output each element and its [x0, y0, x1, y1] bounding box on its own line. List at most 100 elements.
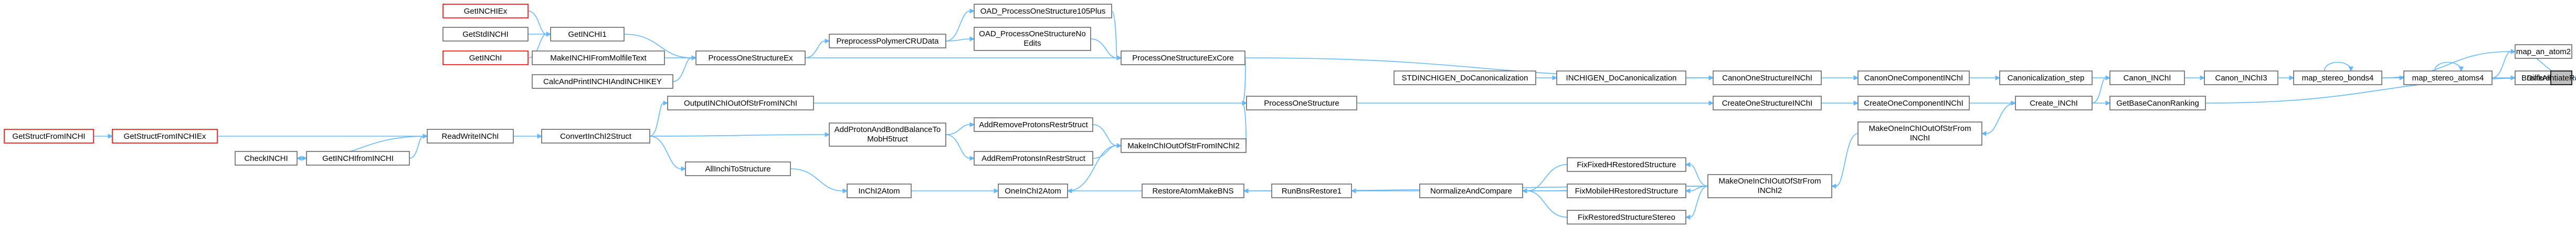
node-getinchi1[interactable]: GetINCHI1: [550, 27, 625, 42]
node-label: MobH5truct: [867, 135, 908, 144]
arrowhead: [1853, 75, 1859, 80]
call-edge-addprotonandbond-to-addremoveprotons: [945, 122, 975, 135]
call-edge-convertinchi2struct-to-allinchitostructure: [649, 136, 687, 171]
node-differentiateranks2[interactable]: DifferentiateRanks2: [2527, 70, 2576, 85]
arrowhead: [1981, 131, 1987, 136]
node-stdinchigen[interactable]: STDINCHIGEN_DoCanonicalization: [1393, 70, 1536, 85]
call-edge-getinchi_red-to-getinchi1: [527, 32, 552, 58]
node-getstructfrominchiex[interactable]: GetStructFromINCHIEx: [112, 129, 218, 144]
call-edge-makeoneinchioutof2-to-fixrestoredstereo: [1685, 186, 1708, 220]
node-label: STDINCHIGEN_DoCanonicalization: [1402, 74, 1528, 83]
node-createonecomponent[interactable]: CreateOneComponentINChI: [1857, 96, 1970, 110]
node-label: GetBaseCanonRanking: [2116, 99, 2199, 108]
node-getinchiex[interactable]: GetINCHIEx: [442, 4, 529, 18]
node-canon-inchi[interactable]: Canon_INChI: [2109, 70, 2185, 85]
node-label: GetINCHIEx: [464, 7, 508, 16]
node-label: GetINChI: [469, 54, 502, 63]
node-fixmobileh[interactable]: FixMobileHRestoredStructure: [1567, 184, 1686, 198]
node-label: ProcessOneStructureExCore: [1132, 54, 1233, 63]
call-edge-fixfixedhrestored-to-normalizeandcompare: [1522, 164, 1568, 194]
node-createonestructure[interactable]: CreateOneStructureINChI: [1713, 96, 1822, 110]
call-edge-oadnoedits-to-processonestructureexcore: [1090, 38, 1122, 60]
call-edge-create_inchi-to-getbasecanonranking: [2092, 100, 2111, 106]
node-normalizeandcompare[interactable]: NormalizeAndCompare: [1419, 184, 1523, 198]
node-label: GetINCHIfromINCHI: [322, 154, 394, 163]
arrowhead: [663, 100, 669, 106]
call-edge-processonestructureex-to-preprocesspolymer: [805, 38, 830, 58]
node-makeinchioutof[interactable]: MakeInChIOutOfStrFromINChI2: [1121, 138, 1247, 153]
node-processonestructureex[interactable]: ProcessOneStructureEx: [695, 50, 806, 65]
node-canononestructure[interactable]: CanonOneStructureINChI: [1713, 70, 1822, 85]
node-fixfixedhrestored[interactable]: FixFixedHRestoredStructure: [1567, 157, 1686, 172]
arrowhead: [2105, 100, 2111, 106]
node-oad105[interactable]: OAD_ProcessOneStructure105Plus: [974, 4, 1112, 18]
node-canononecomponent[interactable]: CanonOneComponentINChI: [1857, 70, 1970, 85]
arrowhead: [969, 122, 975, 127]
node-oneinchi2atom[interactable]: OneInChI2Atom: [998, 184, 1068, 198]
node-processonestructureexcore[interactable]: ProcessOneStructureExCore: [1121, 50, 1245, 65]
node-inchi2atom[interactable]: InChI2Atom: [847, 184, 912, 198]
node-calcinchikey[interactable]: CalcAndPrintINCHIAndINCHIKEY: [532, 74, 673, 89]
arrowhead: [1552, 75, 1558, 80]
arrowhead: [825, 132, 830, 137]
arrowhead: [1350, 188, 1356, 194]
call-edge-processonestructure-to-createonestructure: [1357, 100, 1714, 106]
node-checkinchi[interactable]: CheckINCHI: [235, 151, 298, 166]
call-edge-outputinchioutofstr-to-processonestructure: [814, 100, 1248, 106]
node-restoreatommakebns[interactable]: RestoreAtomMakeBNS: [1142, 184, 1244, 198]
node-label: GetStdINCHI: [462, 30, 509, 39]
node-addremiprotons[interactable]: AddRemProtonsInRestrStruct: [974, 151, 1093, 166]
node-getbasecanonranking[interactable]: GetBaseCanonRanking: [2109, 96, 2206, 110]
node-getstdinchi[interactable]: GetStdINCHI: [442, 27, 529, 42]
node-makeinchifrommolfile[interactable]: MakeINCHIFromMolfileText: [532, 50, 665, 65]
call-edge-restoreatommakebns-to-oneinchi2atom: [1067, 188, 1142, 194]
arrowhead: [2458, 66, 2464, 72]
node-label: RunBnsRestore1: [1282, 187, 1342, 196]
call-edge-fixrestoredstereo-to-normalizeandcompare: [1522, 188, 1568, 218]
node-outputinchioutofstr[interactable]: OutputINChIOutOfStrFromINChI: [667, 96, 814, 110]
arrowhead: [2510, 49, 2516, 54]
call-edge-canononecomponent-to-canonicalization_step: [1969, 75, 2001, 80]
call-edge-readwriteinchi-to-convertinchi2struct: [513, 134, 543, 139]
node-label: GetINCHI1: [568, 30, 606, 39]
node-preprocesspolymer[interactable]: PreprocessPolymerCRUData: [829, 34, 946, 48]
call-edge-stdinchigen-to-inchigen: [1536, 75, 1558, 80]
node-map-stereo-bonds4[interactable]: map_stereo_bonds4: [2293, 70, 2382, 85]
node-label: GetStructFromINCHI: [12, 132, 85, 141]
node-label: INChI2: [1758, 186, 1782, 195]
node-label: AddRemoveProtonsRestr5truct: [979, 120, 1088, 129]
node-fixrestoredstereo[interactable]: FixRestoredStructureStereo: [1567, 210, 1686, 225]
node-create-inchi[interactable]: Create_INChI: [2015, 96, 2093, 110]
node-inchigen[interactable]: INCHIGEN_DoCanonicalization: [1556, 70, 1686, 85]
call-edge-canon_inchi-to-canon_inchi3: [2184, 75, 2205, 80]
arrowhead: [691, 55, 697, 60]
node-getinchifrominchi[interactable]: GetINCHIfromINCHI: [306, 151, 410, 166]
node-getinchi-red[interactable]: GetINChI: [442, 50, 529, 65]
node-canon-inchi3[interactable]: Canon_INChI3: [2204, 70, 2278, 85]
node-label: CalcAndPrintINCHIAndINCHIKEY: [543, 77, 662, 86]
call-edge-convertinchi2struct-to-outputinchioutofstr: [649, 100, 669, 137]
call-edge-getstructfrominchiex-to-readwriteinchi: [217, 134, 428, 139]
call-edge-addprotonandbond-to-addremiprotons: [945, 134, 975, 161]
node-getstructfrominchi[interactable]: GetStructFromINCHI: [4, 129, 94, 144]
node-map-an-atom2[interactable]: map_an_atom2: [2515, 44, 2572, 59]
call-edge-createonestructure-to-createonecomponent: [1821, 100, 1859, 106]
node-convertinchi2struct[interactable]: ConvertInChI2Struct: [541, 129, 650, 144]
node-runbnsrestore1[interactable]: RunBnsRestore1: [1271, 184, 1352, 198]
arrowhead: [842, 188, 848, 194]
node-label: MakeINCHIFromMolfileText: [550, 54, 647, 63]
node-readwriteinchi[interactable]: ReadWriteINChI: [427, 129, 514, 144]
node-processonestructure[interactable]: ProcessOneStructure: [1246, 96, 1357, 110]
node-canonicalization-step[interactable]: Canonicalization_step: [1999, 70, 2093, 85]
node-allinchitostructure[interactable]: AllInchiToStructure: [685, 161, 791, 176]
node-map-stereo-atoms4[interactable]: map_stereo_atoms4: [2403, 70, 2493, 85]
arrowhead: [969, 8, 975, 14]
node-label: Canon_INChI: [2124, 74, 2171, 83]
node-label: CreateOneStructureINChI: [1722, 99, 1813, 108]
arrowhead: [296, 156, 302, 161]
node-addremoveprotons[interactable]: AddRemoveProtonsRestr5truct: [974, 117, 1093, 132]
